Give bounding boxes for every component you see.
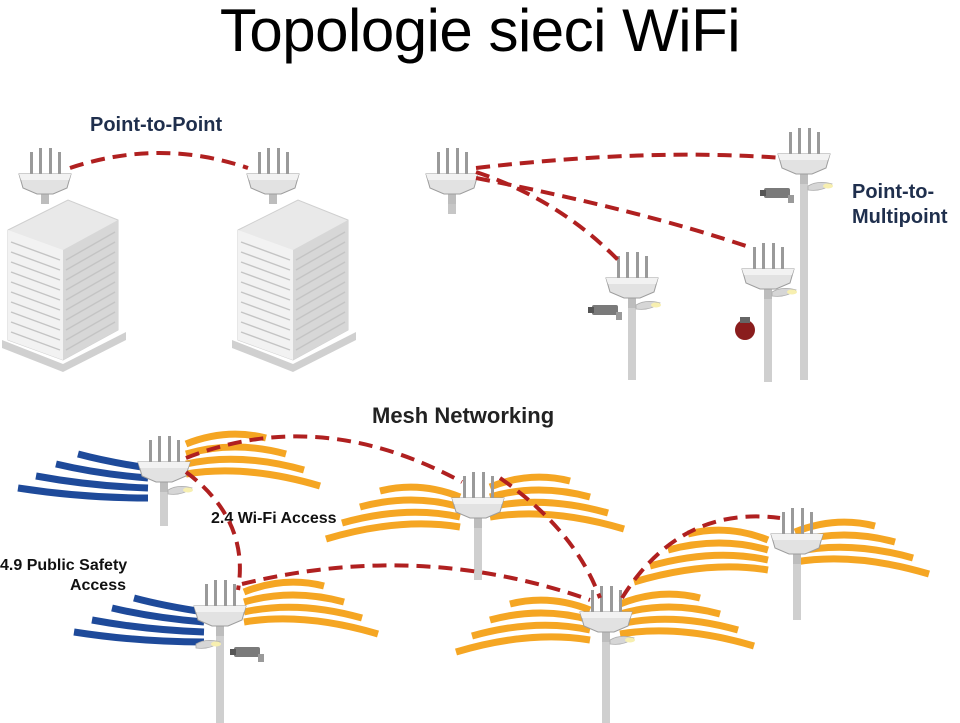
- ptp-link: [69, 151, 249, 170]
- mesh-link-5-3: [620, 514, 781, 600]
- office-building-right: [231, 199, 357, 373]
- public-safety-waves-node-1: [18, 454, 148, 498]
- mesh-link-4-5: [241, 563, 591, 602]
- street-lamp-icon: [609, 635, 636, 645]
- office-building-left: [1, 199, 127, 373]
- mesh-link-2-5: [498, 476, 602, 599]
- security-camera-icon: [230, 647, 264, 662]
- pole-antenna-1: [605, 251, 659, 309]
- street-lamp-icon: [167, 485, 194, 495]
- ptmp-link-3: [475, 152, 783, 170]
- security-camera-icon: [760, 188, 794, 203]
- wifi-waves-node-5-left: [456, 600, 590, 652]
- mesh-networking-label: Mesh Networking: [372, 403, 555, 428]
- wifi-waves-node-4: [244, 582, 378, 634]
- wifi-waves-node-5: [620, 594, 754, 646]
- street-lamp-icon: [771, 287, 798, 297]
- security-camera-icon: [588, 305, 622, 320]
- street-lamp-icon: [807, 181, 834, 191]
- point-to-multipoint-label-line2: Multipoint: [852, 206, 948, 228]
- public-safety-label-line2: Access: [69, 577, 126, 594]
- mesh-section: [18, 434, 929, 723]
- mesh-node-2: [451, 471, 505, 529]
- point-to-multipoint-section: [425, 127, 834, 382]
- wifi-waves-node-2-left: [326, 487, 460, 539]
- wifi-waves-node-1: [186, 434, 320, 486]
- point-to-point-label: Point-to-Point: [90, 114, 223, 136]
- wifi-access-label: 2.4 Wi-Fi Access: [211, 510, 337, 527]
- radio-antenna-right: [246, 147, 300, 205]
- mesh-link-1-2: [185, 434, 463, 484]
- mesh-node-1: [137, 435, 191, 493]
- public-safety-waves-node-4: [74, 598, 204, 642]
- hub-antenna: [425, 147, 479, 205]
- public-safety-label-line1: 4.9 Public Safety: [0, 557, 128, 574]
- dome-camera-icon: [735, 320, 755, 340]
- street-lamp-icon: [635, 300, 662, 310]
- point-to-point-section: [1, 147, 357, 373]
- ptmp-link-1: [475, 170, 622, 264]
- page-title: Topologie sieci WiFi: [219, 0, 741, 64]
- point-to-multipoint-label-line1: Point-to-: [852, 181, 935, 203]
- point-to-multipoint-label: Point-to- Multipoint: [852, 180, 948, 230]
- radio-antenna-left: [18, 147, 72, 205]
- pole-antenna-3: [777, 127, 831, 185]
- ptmp-link-2: [475, 176, 753, 250]
- mesh-link-1-4: [184, 470, 242, 591]
- public-safety-label: 4.9 Public Safety Access: [0, 556, 128, 596]
